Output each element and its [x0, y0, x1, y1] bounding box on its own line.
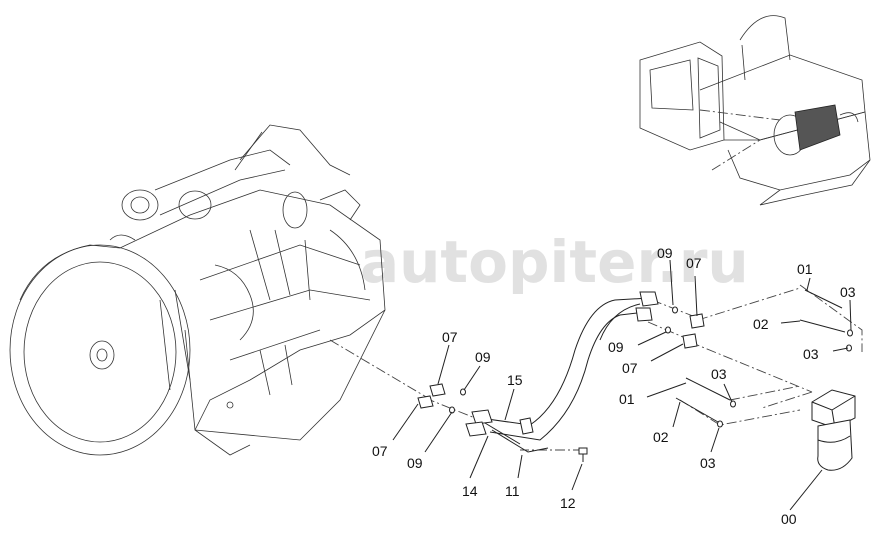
- callout-03: 03: [711, 366, 727, 382]
- callout-07: 07: [372, 443, 388, 459]
- callout-03: 03: [700, 455, 716, 471]
- callout-09: 09: [657, 245, 673, 261]
- adapter-07-a: [429, 383, 446, 397]
- callout-07: 07: [442, 329, 458, 345]
- callout-02: 02: [653, 429, 669, 445]
- guide-lines: [329, 284, 863, 451]
- o-ring-09-d: [665, 326, 671, 334]
- callout-11: 11: [505, 483, 520, 499]
- leader-lines: [392, 259, 852, 511]
- callout-03: 03: [803, 346, 819, 362]
- adapter-07-b: [417, 395, 434, 409]
- adapter-07-c: [689, 313, 705, 329]
- callout-14: 14: [462, 483, 478, 499]
- callout-02: 02: [753, 316, 769, 332]
- callout-01: 01: [619, 391, 635, 407]
- engine-assembly: [9, 124, 386, 456]
- excavator-inset: [639, 15, 871, 206]
- o-ring-09-c: [672, 306, 678, 314]
- fittings: [417, 289, 853, 428]
- watermark: autopiter.ru: [360, 228, 749, 296]
- hose-assembly: [465, 291, 659, 462]
- callout-07: 07: [622, 360, 638, 376]
- callout-09: 09: [608, 339, 624, 355]
- callout-09: 09: [407, 455, 423, 471]
- adapter-07-d: [682, 333, 698, 349]
- o-ring-09-b: [449, 406, 455, 414]
- callout-15: 15: [507, 372, 523, 388]
- callout-07: 07: [686, 255, 702, 271]
- callout-01: 01: [797, 261, 813, 277]
- o-ring-09-a: [460, 388, 466, 396]
- callout-12: 12: [560, 495, 576, 511]
- callout-labels: 07 09 15 07 09 14 11 12 09 07 09 07 01 0…: [372, 245, 856, 527]
- callout-03: 03: [840, 284, 856, 300]
- callout-00: 00: [781, 511, 797, 527]
- filter-assembly: [811, 389, 856, 471]
- callout-09: 09: [475, 349, 491, 365]
